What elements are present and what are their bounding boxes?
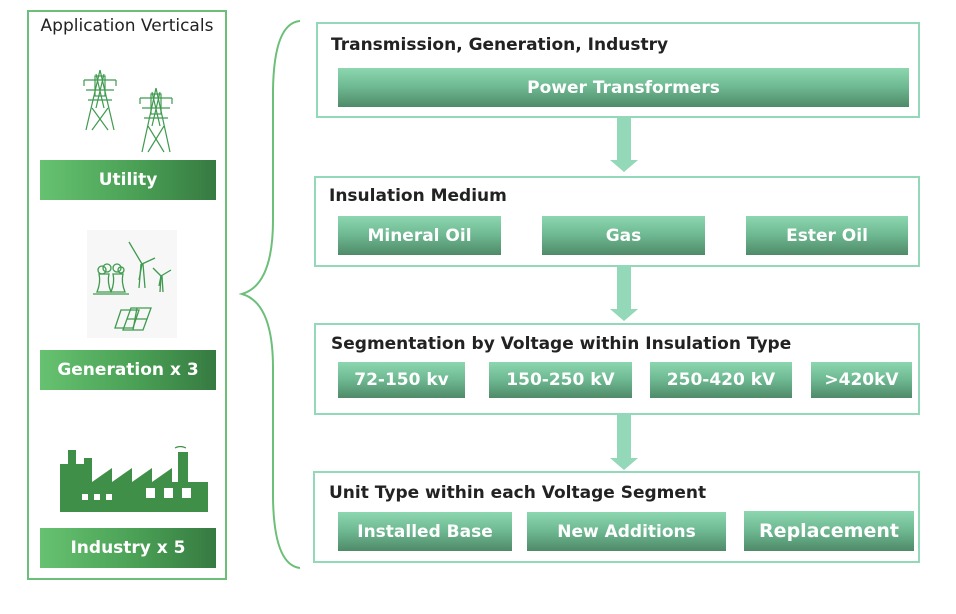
panel-title: Application Verticals [40,16,214,36]
solar-panel-icon [114,307,152,331]
chip-new-additions: New Additions [527,512,726,551]
grouping-bracket [238,20,300,569]
flow-arrow-shaft [617,415,631,460]
flow-arrow-shaft [617,118,631,162]
chip-installed-base: Installed Base [338,512,512,551]
chip-power-transformers: Power Transformers [338,68,909,107]
tower-left [83,69,117,131]
chip-mineral-oil: Mineral Oil [338,216,501,255]
chip-replacement: Replacement [744,511,914,551]
flow-arrow-head [610,160,638,172]
level-title: Segmentation by Voltage within Insulatio… [331,334,792,354]
chip-voltage-72-150: 72-150 kv [338,362,465,398]
application-verticals-panel [27,10,227,580]
chip-voltage-250-420: 250-420 kV [650,362,792,398]
level-title: Unit Type within each Voltage Segment [329,483,707,503]
transmission-tower-icon [83,69,173,153]
vertical-utility: Utility [40,160,216,200]
chip-voltage-150-250: 150-250 kV [489,362,632,398]
power-generation-icon [87,230,177,338]
level-title: Transmission, Generation, Industry [331,35,669,55]
tower-right [139,87,173,153]
level-title: Insulation Medium [329,186,507,206]
factory-icon [60,446,208,512]
vertical-industry: Industry x 5 [40,528,216,568]
flow-arrow-shaft [617,267,631,311]
cooling-tower-icon [93,263,129,295]
flow-arrow-head [610,458,638,470]
vertical-generation: Generation x 3 [40,350,216,390]
flow-arrow-head [610,309,638,321]
wind-turbine-small-icon [152,267,172,293]
chip-voltage-above-420: >420kV [811,362,912,398]
chip-ester-oil: Ester Oil [746,216,908,255]
wind-turbine-large-icon [128,241,156,289]
chip-gas: Gas [542,216,705,255]
